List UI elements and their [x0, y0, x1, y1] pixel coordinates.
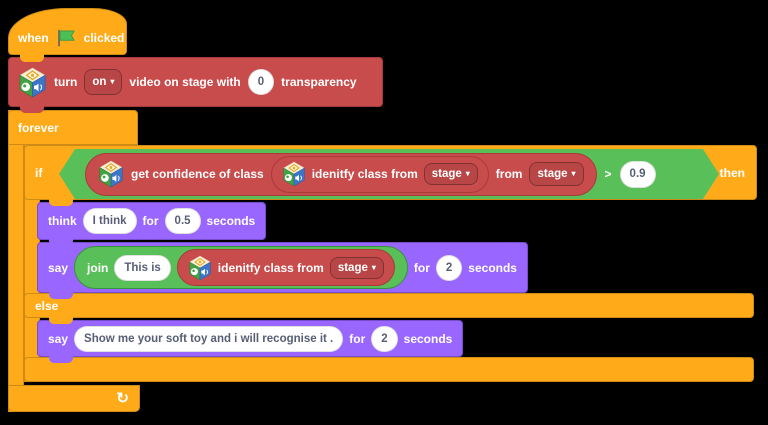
- get-confidence-block[interactable]: get confidence of class: [85, 153, 597, 196]
- dropdown-arrow-icon: ▾: [465, 169, 470, 178]
- identify-label: idenitfy class from: [311, 167, 418, 181]
- say-join-bump: [49, 291, 73, 299]
- say-prompt-block[interactable]: say Show me your soft toy and i will rec…: [37, 320, 464, 357]
- identify-source-dropdown[interactable]: stage ▾: [329, 256, 384, 279]
- forever-footer[interactable]: ↻: [8, 385, 140, 412]
- loop-arrow-icon: ↻: [116, 390, 129, 407]
- transparency-label: transparency: [281, 75, 357, 89]
- identify-label: idenitfy class from: [217, 260, 324, 275]
- think-label: think: [48, 214, 77, 228]
- turn-video-block[interactable]: turn on ▾ video on stage with 0 transpar…: [8, 57, 383, 107]
- for-label: for: [413, 260, 430, 275]
- identify-class-block[interactable]: idenitfy class from stage ▾: [176, 249, 395, 286]
- identify-class-block[interactable]: idenitfy class from stage ▾: [271, 156, 489, 193]
- when-label: when: [18, 30, 49, 45]
- seconds-label: seconds: [206, 214, 256, 228]
- else-label: else: [35, 298, 59, 313]
- seconds-label: seconds: [468, 260, 517, 275]
- for-label: for: [349, 331, 366, 346]
- dropdown-arrow-icon: ▾: [110, 77, 115, 86]
- else-bump: [49, 316, 73, 324]
- say-join-block[interactable]: say join This is idenitfy class from: [37, 242, 528, 293]
- video-on-stage-label: video on stage with: [129, 75, 241, 89]
- if-header-bump: [49, 198, 73, 206]
- ml4k-cube-icon: [19, 67, 46, 98]
- say-duration-input[interactable]: 2: [371, 325, 398, 352]
- say-prompt-bump: [49, 355, 73, 363]
- threshold-input[interactable]: 0.9: [620, 161, 656, 188]
- condition-hexagon[interactable]: get confidence of class: [59, 149, 719, 199]
- else-bar[interactable]: else: [24, 293, 754, 318]
- when-flag-clicked-block[interactable]: when clicked: [8, 8, 127, 55]
- forever-label: forever: [18, 120, 59, 135]
- forever-spine[interactable]: [8, 110, 24, 412]
- join-text-input[interactable]: This is: [114, 254, 171, 281]
- green-flag-icon: [57, 29, 75, 46]
- dropdown-arrow-icon: ▾: [571, 169, 576, 178]
- get-confidence-label: get confidence of class: [131, 167, 264, 181]
- seconds-label: seconds: [403, 331, 453, 346]
- dropdown-arrow-icon: ▾: [371, 262, 376, 272]
- think-duration-input[interactable]: 0.5: [164, 208, 201, 234]
- clicked-label: clicked: [83, 30, 125, 45]
- identify-source-dropdown[interactable]: stage ▾: [424, 163, 478, 185]
- turn-video-bump: [20, 105, 44, 113]
- say-label: say: [48, 331, 69, 346]
- think-bump: [49, 238, 73, 246]
- think-message-input[interactable]: I think: [82, 208, 137, 234]
- say-duration-input[interactable]: 2: [435, 254, 463, 281]
- video-state-dropdown[interactable]: on ▾: [84, 69, 123, 95]
- say-message-input[interactable]: Show me your soft toy and i will recogni…: [74, 325, 344, 352]
- turn-label: turn: [54, 75, 78, 89]
- think-block[interactable]: think I think for 0.5 seconds: [37, 202, 267, 240]
- then-label: then: [719, 165, 745, 180]
- from-label: from: [495, 167, 523, 181]
- transparency-input[interactable]: 0: [247, 69, 275, 95]
- ml4k-cube-icon: [98, 160, 124, 188]
- if-label: if: [35, 165, 43, 180]
- join-label: join: [87, 260, 109, 275]
- from-source-dropdown[interactable]: stage ▾: [529, 162, 583, 186]
- ml4k-cube-icon: [188, 255, 211, 280]
- join-block[interactable]: join This is idenitfy class from: [74, 246, 408, 289]
- hat-bump: [20, 54, 44, 62]
- forever-header[interactable]: forever: [8, 110, 138, 145]
- comparison-operator: >: [604, 167, 612, 181]
- if-header[interactable]: if get confidence of class: [24, 145, 757, 200]
- ml4k-cube-icon: [282, 161, 306, 187]
- if-footer[interactable]: [24, 357, 754, 382]
- for-label: for: [142, 214, 159, 228]
- say-label: say: [48, 260, 69, 275]
